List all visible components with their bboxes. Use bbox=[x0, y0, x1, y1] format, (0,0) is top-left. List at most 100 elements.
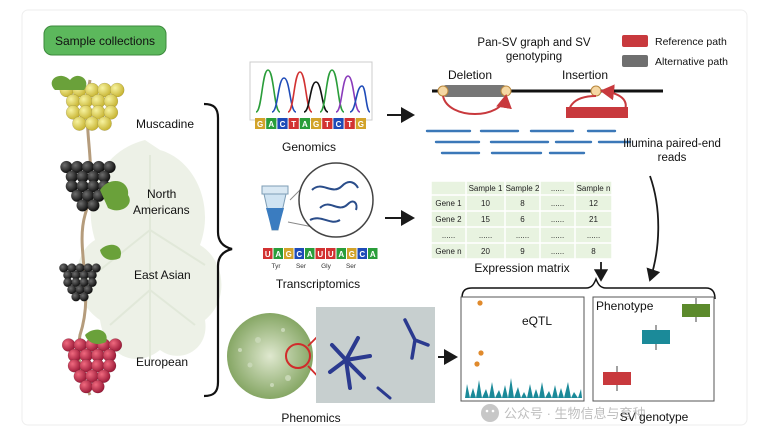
nucleotide-letter: T bbox=[325, 120, 330, 129]
grape-berry bbox=[79, 379, 93, 394]
phenomics-microscopy-image bbox=[316, 307, 435, 403]
matrix-cell: ...... bbox=[551, 199, 564, 208]
phenotype-box-green bbox=[682, 304, 710, 317]
matrix-cell: Sample 1 bbox=[469, 184, 503, 193]
pansv-legend: Reference path Alternative path bbox=[622, 35, 728, 68]
phenotype-box-red bbox=[603, 372, 631, 385]
wechat-icon bbox=[481, 404, 499, 422]
matrix-cell: Gene 1 bbox=[435, 199, 462, 208]
zoom-marker-circle bbox=[285, 343, 311, 369]
nucleotide-tile bbox=[288, 118, 299, 129]
matrix-cell: ...... bbox=[551, 231, 564, 240]
nucleotide-letter: G bbox=[313, 120, 319, 129]
leaf-icon bbox=[100, 180, 130, 211]
legend-swatch-reference bbox=[622, 35, 648, 47]
matrix-cell: Sample n bbox=[577, 184, 611, 193]
grape-berry bbox=[96, 369, 111, 383]
amino-acid-label: Gly bbox=[321, 263, 332, 270]
nucleotide-letter: A bbox=[302, 120, 308, 129]
phenotype-box-teal bbox=[642, 330, 670, 344]
matrix-cell: ...... bbox=[442, 231, 455, 240]
illumina-reads bbox=[425, 129, 632, 155]
nucleotide-letter: A bbox=[370, 250, 376, 259]
nucleotide-letter: G bbox=[286, 250, 292, 259]
grape-berry bbox=[87, 199, 100, 212]
watermark: 公众号 · 生物信息与育种 bbox=[481, 404, 646, 422]
matrix-cell: ...... bbox=[551, 184, 564, 193]
reads-label-line1: Illumina paired-end bbox=[623, 138, 721, 150]
grape-berry bbox=[109, 82, 125, 98]
nucleotide-tile bbox=[357, 248, 367, 259]
group-label-north-americans-line1: North bbox=[147, 187, 176, 201]
nucleotide-tile bbox=[255, 118, 266, 129]
nucleotide-letter: A bbox=[338, 250, 344, 259]
grape-berry bbox=[102, 359, 117, 373]
arrow-reads-to-genotype bbox=[646, 175, 661, 282]
nucleotide-letter: A bbox=[268, 120, 274, 129]
sample-collections-badge: Sample collections bbox=[43, 25, 167, 56]
nucleotide-letter: C bbox=[359, 250, 365, 259]
group-label-muscadine: Muscadine bbox=[136, 117, 194, 131]
nucleotide-tile bbox=[344, 118, 355, 129]
eqtl-peaks bbox=[465, 378, 582, 398]
amino-acid-label: Ser bbox=[296, 263, 307, 270]
transcriptomics-label: Transcriptomics bbox=[276, 277, 360, 291]
grape-berry bbox=[83, 284, 93, 295]
nucleotide-tile bbox=[305, 248, 315, 259]
insertion-label: Insertion bbox=[562, 68, 608, 82]
matrix-cell: 12 bbox=[589, 199, 598, 208]
nucleotide-tile bbox=[368, 248, 378, 259]
nucleotide-letter: A bbox=[307, 250, 313, 259]
matrix-cell: Gene 2 bbox=[435, 215, 462, 224]
nucleotide-letter: G bbox=[358, 120, 364, 129]
grouping-bracket bbox=[203, 102, 233, 398]
grape-berry bbox=[108, 338, 123, 352]
matrix-cell: Sample 2 bbox=[506, 184, 540, 193]
matrix-cell: 6 bbox=[520, 215, 525, 224]
nucleotide-tile bbox=[347, 248, 357, 259]
nucleotide-letter: C bbox=[280, 120, 286, 129]
leaf-icon bbox=[51, 75, 87, 90]
nucleotide-tile bbox=[333, 118, 344, 129]
pansv-title-line2: genotyping bbox=[506, 51, 562, 63]
north-american-grape-cluster bbox=[60, 160, 116, 212]
matrix-cell: 10 bbox=[481, 199, 490, 208]
panels-bracket bbox=[461, 276, 716, 300]
nucleotide-tile bbox=[273, 248, 283, 259]
genomics-chromatogram bbox=[249, 61, 373, 121]
matrix-cell: 21 bbox=[589, 215, 598, 224]
reads-label-line2: reads bbox=[658, 152, 687, 164]
grape-berry bbox=[72, 116, 87, 131]
nucleotide-letter: T bbox=[291, 120, 296, 129]
nucleotide-tile bbox=[294, 248, 304, 259]
grape-berry bbox=[103, 105, 119, 120]
nucleotide-letter: G bbox=[257, 120, 263, 129]
matrix-cell: 8 bbox=[591, 247, 596, 256]
eqtl-label: eQTL bbox=[522, 314, 552, 328]
nucleotide-tile bbox=[311, 118, 322, 129]
matrix-cell: 20 bbox=[481, 247, 490, 256]
genomics-label: Genomics bbox=[282, 140, 336, 154]
expression-matrix-label: Expression matrix bbox=[474, 261, 569, 275]
grape-berry bbox=[79, 292, 89, 302]
matrix-cell: ...... bbox=[587, 231, 600, 240]
matrix-cell: ...... bbox=[479, 231, 492, 240]
grape-berry bbox=[71, 292, 81, 302]
sample-collections-text: Sample collections bbox=[55, 34, 155, 48]
nucleotide-tile bbox=[322, 118, 333, 129]
nucleotide-tile bbox=[284, 248, 294, 259]
grape-berry bbox=[91, 263, 101, 273]
nucleotide-letter: U bbox=[317, 250, 323, 259]
east-asian-grape-cluster bbox=[59, 263, 101, 302]
watermark-text: 公众号 · 生物信息与育种 bbox=[504, 406, 646, 421]
grape-berry bbox=[91, 379, 105, 394]
nucleotide-tile bbox=[315, 248, 325, 259]
grape-berry bbox=[76, 199, 89, 212]
sample-tube-icon bbox=[261, 185, 289, 231]
eqtl-panel: eQTL bbox=[460, 296, 585, 402]
nucleotide-tile bbox=[299, 118, 310, 129]
legend-label-alternative: Alternative path bbox=[655, 56, 728, 68]
